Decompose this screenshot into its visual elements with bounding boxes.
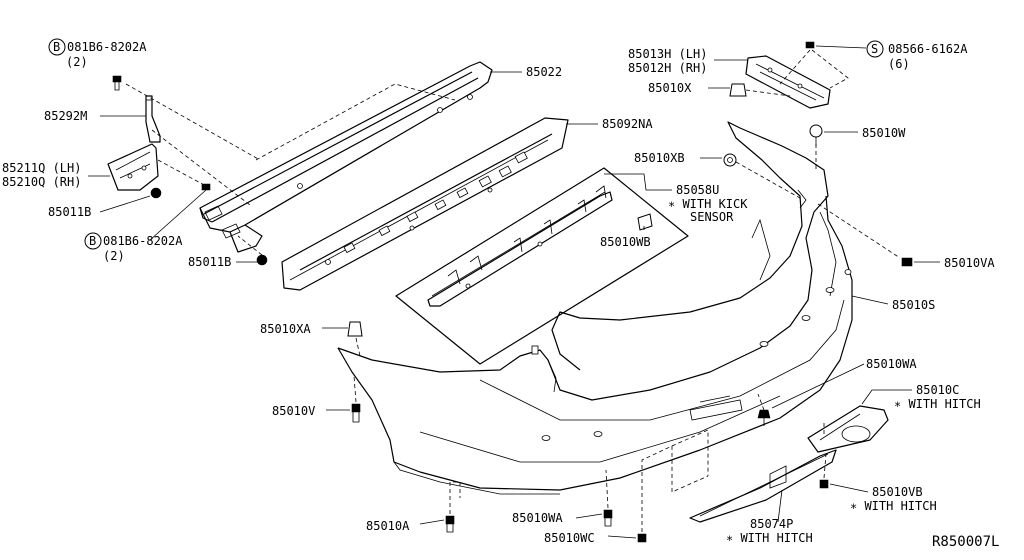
- label-85010a: 85010A: [366, 519, 410, 533]
- bumper-stay-85013h-85012h: [745, 55, 831, 109]
- label-08566-qty: (6): [888, 57, 910, 71]
- label-081b6-top: 081B6-8202A: [67, 40, 147, 54]
- label-08566: 08566-6162A: [888, 42, 968, 56]
- bolt-081b6-lower: [201, 183, 211, 191]
- marker-b-lower: B: [89, 234, 96, 248]
- label-081b6-top-qty: (2): [66, 55, 88, 69]
- label-85058u-note1: ∗ WITH KICK: [668, 197, 748, 211]
- screw-85010wa-lower: [603, 509, 613, 527]
- bracket-85211q-85210q: [107, 143, 159, 191]
- label-85011b-lower: 85011B: [188, 255, 231, 269]
- diagram-code: R850007L: [932, 534, 999, 550]
- label-85074p: 85074P: [750, 517, 793, 531]
- screw-85010vb: [819, 479, 829, 489]
- label-85010wa-lower: 85010WA: [512, 511, 563, 525]
- clip-85010va: [901, 257, 913, 267]
- label-85058u: 85058U: [676, 183, 719, 197]
- label-85058u-note2: SENSOR: [690, 210, 734, 224]
- label-85010wa-upper: 85010WA: [866, 357, 917, 371]
- marker-b-top: B: [53, 40, 60, 54]
- reinforcement-beam-85022: [199, 61, 493, 253]
- label-85010wc: 85010WC: [544, 531, 595, 545]
- nut-85011b-upper: [150, 187, 162, 199]
- bracket-85292m: [145, 95, 161, 143]
- label-85010v: 85010V: [272, 404, 315, 418]
- b-marker-top: [48, 38, 66, 56]
- label-85012h: 85012H (RH): [628, 61, 707, 75]
- label-85010vb: 85010VB: [872, 485, 923, 499]
- label-85211q: 85211Q (LH): [2, 161, 81, 175]
- hitch-cover-85010c: [807, 405, 889, 453]
- leader-lines: [88, 45, 940, 539]
- label-85022: 85022: [526, 65, 562, 79]
- label-85010va: 85010VA: [944, 256, 995, 270]
- trim-85074p: [689, 449, 837, 523]
- screw-85010xa: [347, 321, 363, 337]
- screw-85010wc: [637, 533, 647, 543]
- label-85292m: 85292M: [44, 109, 87, 123]
- label-85010vb-note: ∗ WITH HITCH: [850, 499, 937, 513]
- assembly-lines: [125, 49, 901, 532]
- label-85011b-upper: 85011B: [48, 205, 91, 219]
- label-85010s: 85010S: [892, 298, 935, 312]
- clip-85010x: [729, 83, 747, 97]
- kick-sensor-assembly-85058u: [395, 167, 689, 365]
- clip-85010xb: [723, 153, 737, 167]
- label-85013h: 85013H (LH): [628, 47, 707, 61]
- screw-85010v: [351, 403, 361, 423]
- marker-s: S: [871, 42, 878, 56]
- label-85010xb: 85010XB: [634, 151, 685, 165]
- screw-85010wa-upper: [757, 409, 771, 426]
- clip-85010w: [809, 124, 823, 146]
- label-081b6-lower: 081B6-8202A: [103, 234, 183, 248]
- nut-85011b-lower: [256, 254, 268, 266]
- label-85074p-note: ∗ WITH HITCH: [726, 531, 813, 545]
- part-labels: B 081B6-8202A (2) 85292M 85211Q (LH) 852…: [2, 40, 999, 550]
- label-85210q: 85210Q (RH): [2, 175, 81, 189]
- bolt-081b6-top: [112, 75, 122, 91]
- screw-08566: [805, 41, 815, 49]
- label-85010xa: 85010XA: [260, 322, 311, 336]
- label-85010wb: 85010WB: [600, 235, 651, 249]
- s-marker: [866, 40, 884, 58]
- label-85010c: 85010C: [916, 383, 959, 397]
- label-85010x: 85010X: [648, 81, 692, 95]
- label-85092na: 85092NA: [602, 117, 653, 131]
- label-85010w: 85010W: [862, 126, 906, 140]
- label-85010c-note: ∗ WITH HITCH: [894, 397, 981, 411]
- energy-absorber-85092na: [281, 117, 569, 291]
- bumper-fascia-85010s: [337, 121, 853, 495]
- screw-85010a: [445, 515, 455, 533]
- label-081b6-lower-qty: (2): [103, 249, 125, 263]
- b-marker-lower: [84, 232, 102, 250]
